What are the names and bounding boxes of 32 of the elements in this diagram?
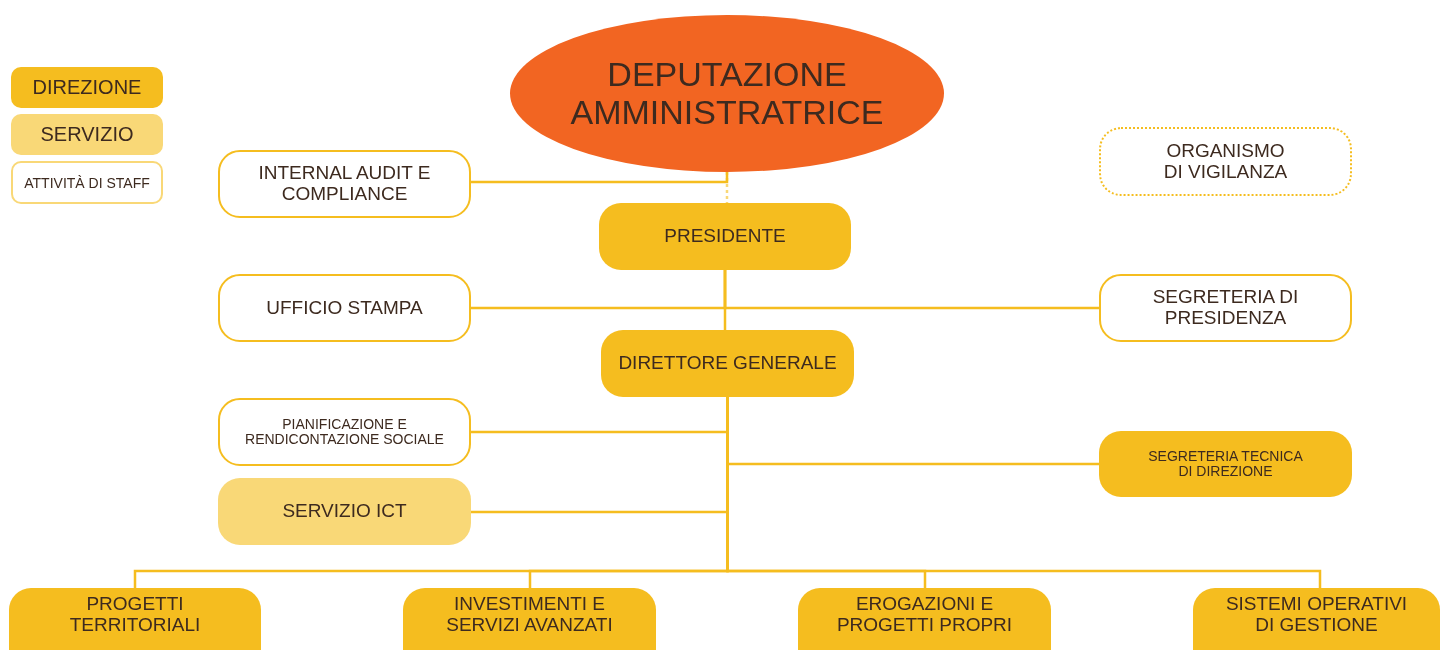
legend-label: DIREZIONE: [32, 76, 142, 99]
box-label: PROGETTI TERRITORIALI: [68, 594, 202, 636]
box-label: PRESIDENTE: [664, 226, 786, 247]
box-label: EROGAZIONI E PROGETTI PROPRI: [835, 594, 1014, 636]
direction-box: [1193, 588, 1440, 650]
staff-box: [1099, 274, 1352, 342]
box-label: INTERNAL AUDIT E COMPLIANCE: [257, 163, 432, 205]
box-label: SEGRETERIA DI PRESIDENZA: [1151, 287, 1300, 329]
box-label: SISTEMI OPERATIVI DI GESTIONE: [1224, 594, 1409, 636]
direction-box: [403, 588, 656, 650]
box-label: INVESTIMENTI E SERVIZI AVANZATI: [445, 594, 614, 636]
box-label: PIANIFICAZIONE E RENDICONTAZIONE SOCIALE: [244, 416, 445, 448]
connector: [471, 172, 729, 184]
box-label: UFFICIO STAMPA: [266, 297, 423, 319]
box-label: ORGANISMO DI VIGILANZA: [1162, 140, 1289, 183]
box-label: SEGRETERIA TECNICA DI DIREZIONE: [1147, 448, 1304, 480]
connector: [723, 270, 727, 330]
direction-box: [9, 588, 261, 650]
direction-box: [1099, 431, 1352, 497]
staff-box: [218, 274, 471, 342]
staff-box: [218, 398, 471, 466]
direction-box: [601, 330, 854, 397]
service-box: [218, 478, 471, 545]
direction-box: [798, 588, 1051, 650]
staff-box: [218, 150, 471, 218]
direction-box: [599, 203, 851, 270]
box-label: DIRETTORE GENERALE: [618, 353, 837, 374]
legend-label: ATTIVITÀ DI STAFF: [24, 174, 150, 191]
box-label: DEPUTAZIONE AMMINISTRATRICE: [569, 56, 885, 131]
box-label: SERVIZIO ICT: [282, 501, 407, 522]
dotted-box: [1099, 127, 1352, 196]
legend-label: SERVIZIO: [40, 123, 134, 146]
